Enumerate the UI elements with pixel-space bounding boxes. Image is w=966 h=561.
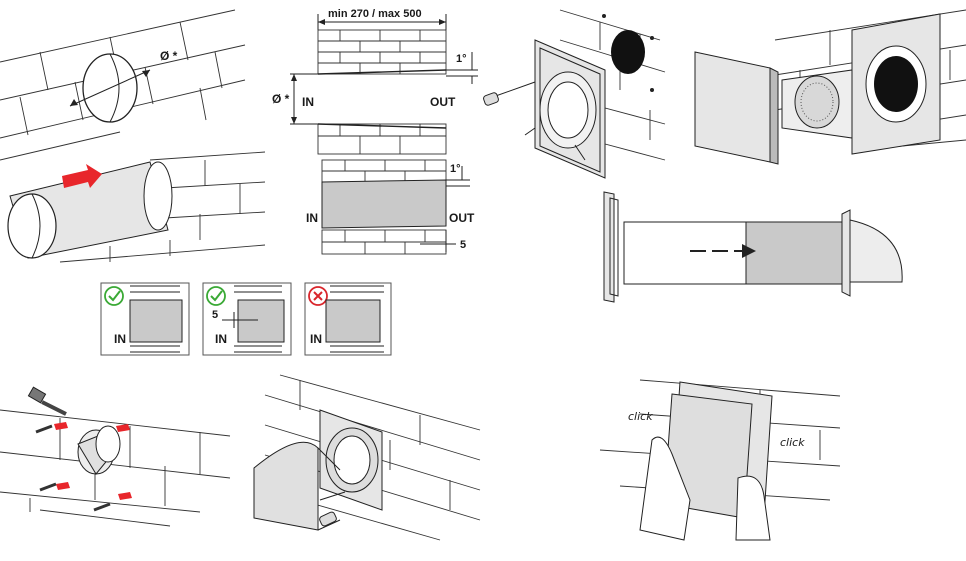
- diameter-label: Ø *: [160, 49, 178, 63]
- panel-pipe-offset: 1° IN OUT 5: [306, 159, 475, 255]
- diameter-label-2: Ø *: [272, 92, 290, 106]
- offset-label-bottom: 5: [460, 239, 466, 251]
- brick-wall: [0, 409, 231, 527]
- cross-icon: [313, 291, 323, 301]
- status-box-ok-2: 5 IN: [202, 282, 292, 356]
- panel-cover-assembly: [694, 9, 966, 165]
- inlet-label-box-2: IN: [215, 332, 227, 346]
- inlet-label-bottom: IN: [306, 211, 318, 225]
- length-range-label: min 270 / max 500: [328, 8, 422, 20]
- panel-drilling: [0, 386, 231, 527]
- panel-click-cover: click click: [599, 379, 841, 541]
- checkmark-icon: [210, 290, 223, 302]
- panel-hood-installation: [253, 374, 481, 541]
- panel-pipe-insertion: [7, 151, 266, 263]
- slope-label-top: 1°: [456, 53, 467, 65]
- panel-frame-mounting: [483, 9, 666, 179]
- slope-label-bottom: 1°: [450, 163, 461, 175]
- checkmark-icon: [108, 290, 121, 302]
- status-box-error: IN: [304, 282, 392, 356]
- panel-wall-hole: Ø *: [0, 9, 246, 161]
- brick-wall: [59, 151, 266, 263]
- push-arrow: [62, 164, 102, 188]
- inlet-label-box-1: IN: [114, 332, 126, 346]
- click-label-right: click: [780, 436, 805, 449]
- status-box-ok-1: IN: [100, 282, 190, 356]
- offset-label-box: 5: [212, 309, 218, 321]
- panel-length-dimension: min 270 / max 500 Ø * IN OUT 1°: [272, 8, 478, 155]
- outlet-label-top: OUT: [430, 95, 456, 109]
- outlet-label-bottom: OUT: [449, 211, 475, 225]
- inlet-label-top: IN: [302, 95, 314, 109]
- wall-top-bricks: [317, 29, 447, 155]
- click-label-left: click: [628, 410, 653, 423]
- inlet-label-box-3: IN: [310, 332, 322, 346]
- panel-unit-side-view: [603, 191, 903, 303]
